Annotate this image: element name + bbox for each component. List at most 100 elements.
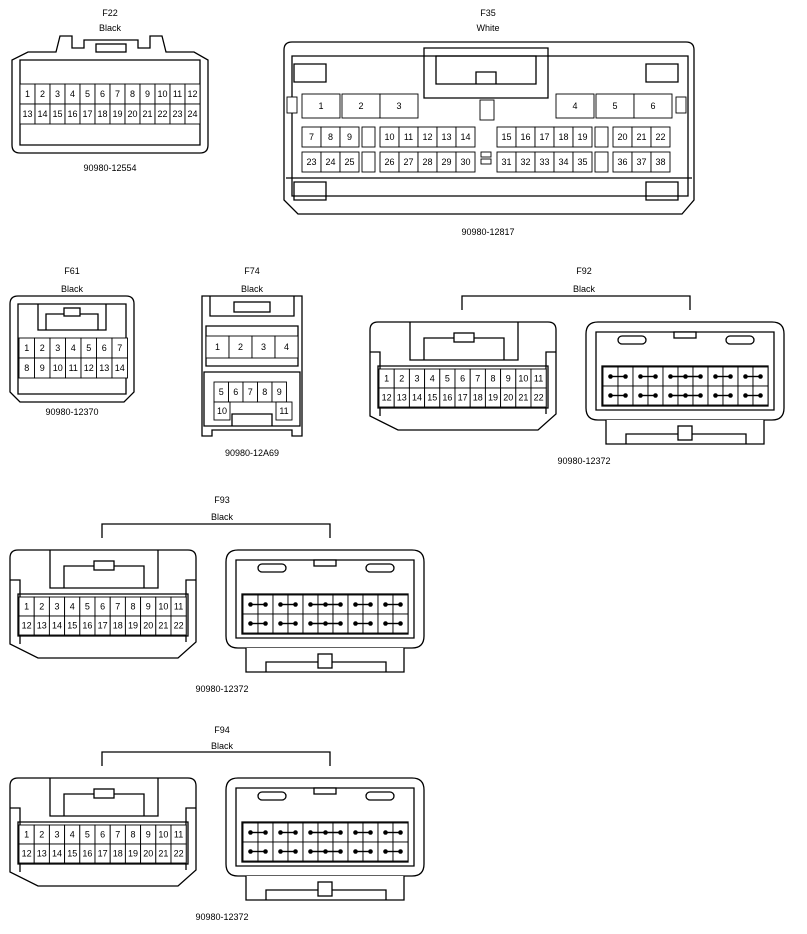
f74-latch	[233, 301, 271, 313]
f93-pin-17: 17	[98, 621, 108, 631]
f35-lock-tr	[645, 63, 679, 83]
f92-pin-19: 19	[488, 393, 498, 403]
f22-pin-7: 7	[115, 89, 120, 99]
f94-color: Black	[211, 741, 234, 751]
f35-pin-35-cell	[572, 151, 593, 173]
f22-pin-2: 2	[40, 89, 45, 99]
f35-pin-9: 9	[347, 132, 352, 142]
f93-pin-11: 11	[174, 602, 183, 612]
female-latch-frame	[409, 322, 519, 361]
terminal-dot	[383, 849, 388, 854]
male-slot-left	[257, 791, 287, 801]
f35-id: F35	[480, 8, 496, 18]
f61-pin-4: 4	[71, 343, 76, 353]
f35-side-slot-right	[675, 96, 687, 114]
terminal-dot	[623, 374, 628, 379]
terminal-dot	[353, 602, 358, 607]
f35-pin-29: 29	[441, 157, 451, 167]
f74-pin-3: 3	[261, 342, 266, 352]
f94-id: F94	[214, 725, 230, 735]
connector-f93: F93 Black 112213314415516617718819920102…	[9, 495, 425, 694]
f22-part-number: 90980-12554	[83, 163, 136, 173]
terminal-dot	[308, 621, 313, 626]
f22-pin-24-cell	[184, 103, 201, 125]
terminal-dot	[383, 830, 388, 835]
f35-pin-33: 33	[539, 157, 549, 167]
f35-key-block	[423, 47, 549, 99]
f35-pin-31: 31	[501, 157, 511, 167]
terminal-dot	[743, 393, 748, 398]
terminal-dot	[248, 849, 253, 854]
f92-pin-5: 5	[445, 374, 450, 384]
f61-pin-8: 8	[24, 363, 29, 373]
male-bottom-key	[317, 653, 333, 669]
f35-pin-3: 3	[396, 101, 401, 111]
f74-pin-8: 8	[262, 387, 267, 397]
f35-center-mark-2	[480, 158, 492, 165]
f35-pin-13: 13	[441, 132, 451, 142]
f74-pin-9: 9	[277, 387, 282, 397]
f93-pin-15: 15	[67, 621, 77, 631]
f22-pin-21: 21	[142, 109, 152, 119]
terminal-dot	[713, 374, 718, 379]
f35-center-mark-1	[480, 151, 492, 158]
terminal-dot	[293, 621, 298, 626]
female-latch	[93, 560, 115, 571]
f92-pin-2: 2	[399, 374, 404, 384]
f92-part-number: 90980-12372	[557, 456, 610, 466]
f35-part-number: 90980-12817	[461, 227, 514, 237]
f74-pin-7: 7	[248, 387, 253, 397]
f94-pin-15: 15	[67, 849, 77, 859]
f35-pin-30: 30	[460, 157, 470, 167]
f92-pin-12: 12	[382, 393, 392, 403]
f35-pin-19-cell	[572, 126, 593, 148]
terminal-dot	[263, 849, 268, 854]
f92-pin-11: 11	[534, 374, 543, 384]
f35-pin-38: 38	[655, 157, 665, 167]
f35-pin-8: 8	[328, 132, 333, 142]
f61-pin-10: 10	[53, 363, 63, 373]
terminal-dot	[668, 393, 673, 398]
f92-pin-22-cell	[530, 387, 547, 408]
f22-pin-23: 23	[172, 109, 182, 119]
f61-pin-13: 13	[99, 363, 109, 373]
f61-id: F61	[64, 266, 80, 276]
f93-pin-8: 8	[130, 602, 135, 612]
f92-bracket	[461, 295, 691, 310]
f35-pin-12: 12	[422, 132, 432, 142]
male-top-key	[673, 331, 697, 339]
terminal-dot	[368, 849, 373, 854]
male-inner-frame	[595, 331, 775, 411]
f35-lock-bl	[293, 181, 327, 201]
f92-pin-18: 18	[473, 393, 483, 403]
f35-color: White	[476, 23, 499, 33]
f94-pin-10: 10	[158, 830, 168, 840]
f61-pin-3: 3	[55, 343, 60, 353]
f93-pin-4: 4	[70, 602, 75, 612]
f92-pin-4: 4	[430, 374, 435, 384]
f22-pin-16: 16	[67, 109, 77, 119]
f22-pin-17: 17	[82, 109, 92, 119]
terminal-dot	[728, 374, 733, 379]
connector-f92: F92 Black 112213314415516617718819920102…	[369, 266, 785, 466]
terminal-dot	[308, 830, 313, 835]
f92-pin-20: 20	[503, 393, 513, 403]
f35-pin-5: 5	[612, 101, 617, 111]
f93-color: Black	[211, 512, 234, 522]
terminal-dot	[263, 602, 268, 607]
f93-pin-9: 9	[146, 602, 151, 612]
f35-pin-2: 2	[358, 101, 363, 111]
f74-key	[231, 413, 273, 426]
terminal-dot	[638, 393, 643, 398]
f74-part-number: 90980-12A69	[225, 448, 279, 458]
f92-pin-8: 8	[490, 374, 495, 384]
terminal-dot	[338, 602, 343, 607]
terminal-dot	[278, 602, 283, 607]
female-latch	[453, 332, 475, 343]
f93-pin-21: 21	[158, 621, 168, 631]
f61-pin-14-cell	[111, 357, 128, 379]
terminal-dot	[278, 849, 283, 854]
